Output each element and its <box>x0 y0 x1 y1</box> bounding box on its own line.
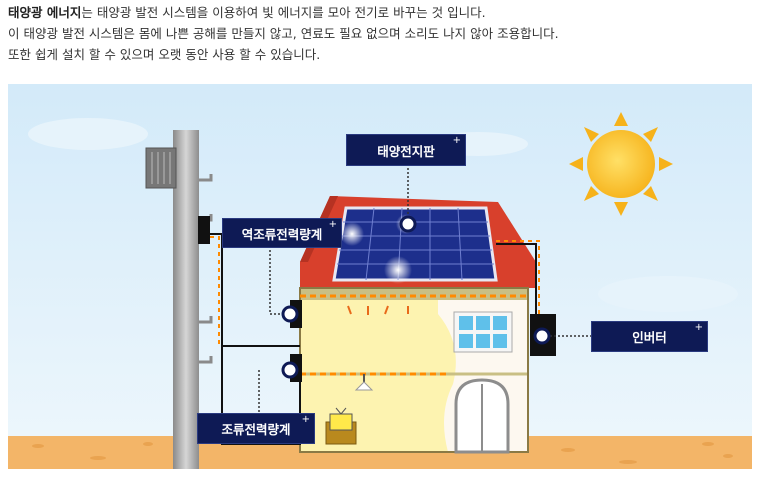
callout-reverse-meter[interactable]: 역조류전력량계 + <box>222 218 342 248</box>
callout-inverter[interactable]: 인버터 + <box>591 321 708 352</box>
callout-markers <box>281 215 551 379</box>
ground-stones <box>32 442 733 464</box>
callout-solar-panel-label: 태양전지판 <box>377 143 435 159</box>
intro-line-1: 태양광 에너지는 태양광 발전 시스템을 이용하여 빛 에너지를 모아 전기로 … <box>8 2 753 23</box>
callout-reverse-meter-label: 역조류전력량계 <box>241 226 323 242</box>
intro-text: 태양광 에너지는 태양광 발전 시스템을 이용하여 빛 에너지를 모아 전기로 … <box>8 2 753 65</box>
plus-icon: + <box>301 414 310 425</box>
utility-pole <box>145 130 213 469</box>
callout-forward-meter-label: 조류전력량계 <box>221 422 291 437</box>
callout-forward-meter[interactable]: 조류전력량계 + <box>197 413 315 444</box>
intro-line-1-rest: 는 태양광 발전 시스템을 이용하여 빛 에너지를 모아 전기로 바꾸는 것 입… <box>81 5 486 20</box>
plus-icon: + <box>452 135 461 146</box>
callout-solar-panel[interactable]: 태양전지판 + <box>346 134 466 166</box>
plus-icon: + <box>328 219 337 230</box>
sun <box>569 112 673 216</box>
plus-icon: + <box>694 322 703 333</box>
callout-inverter-label: 인버터 <box>632 330 667 345</box>
intro-line-3: 또한 쉽게 설치 할 수 있으며 오랫 동안 사용 할 수 있습니다. <box>8 47 321 62</box>
intro-highlight: 태양광 에너지 <box>8 5 82 20</box>
intro-line-2: 이 태양광 발전 시스템은 몸에 나쁜 공해를 만들지 않고, 연료도 필요 없… <box>8 26 559 41</box>
